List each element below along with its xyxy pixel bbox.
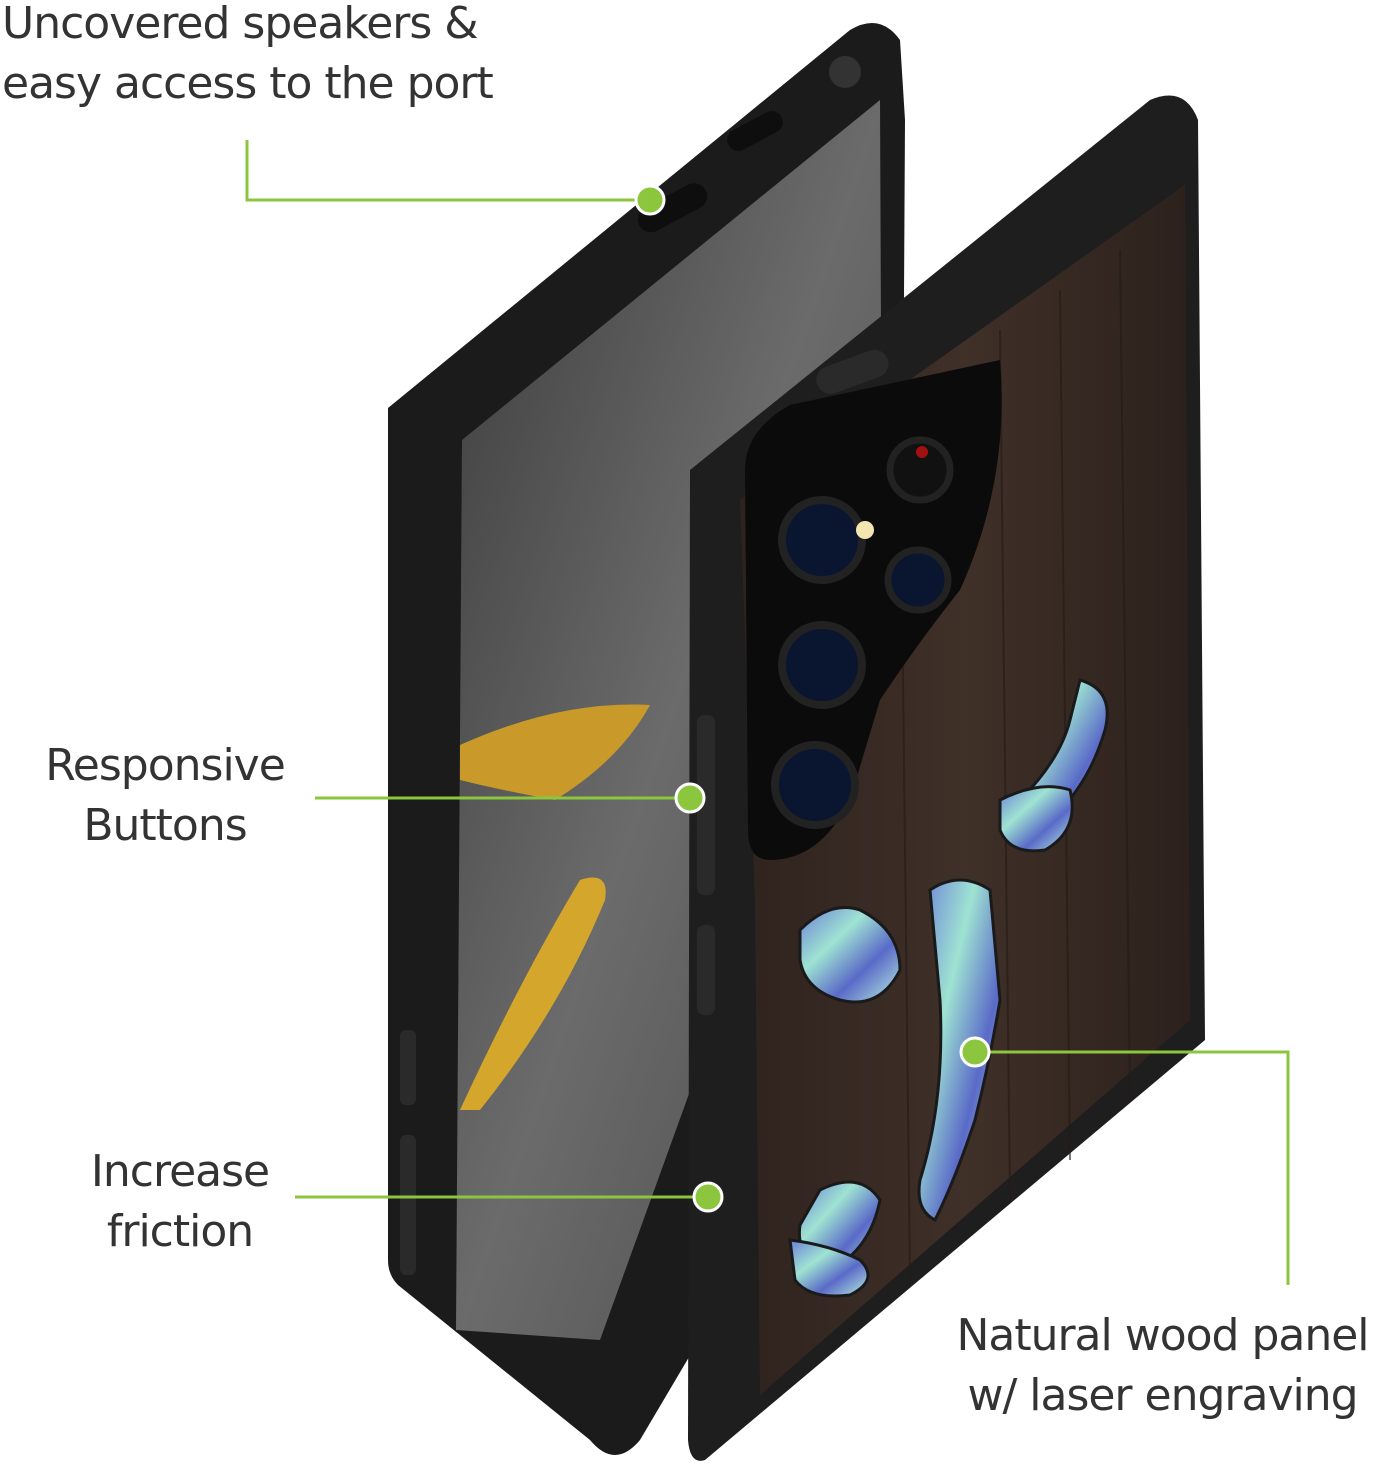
callout-buttons-label: Responsive Buttons <box>30 736 300 856</box>
callout-speakers-line2: easy access to the port <box>2 58 494 109</box>
green-dot-icon <box>674 782 706 814</box>
green-dot-icon <box>959 1036 991 1068</box>
callout-wood-pointer <box>975 1050 1290 1285</box>
callout-friction-line2: friction <box>106 1206 254 1257</box>
callout-buttons-line2: Buttons <box>83 800 247 851</box>
callout-speakers-line1: Uncovered speakers & <box>2 0 479 49</box>
camera-lenses <box>771 436 954 829</box>
callout-friction-line1: Increase <box>90 1146 270 1197</box>
callout-friction-label: Increase friction <box>60 1142 300 1262</box>
callout-wood-line2: w/ laser engraving <box>967 1370 1358 1421</box>
callout-speakers-pointer <box>245 140 650 202</box>
callout-speakers-label: Uncovered speakers & easy access to the … <box>2 0 494 114</box>
abalone-scorpion-inlay-icon <box>788 678 1109 1298</box>
callout-wood-label: Natural wood panel w/ laser engraving <box>940 1306 1385 1426</box>
callout-wood-line1: Natural wood panel <box>956 1310 1369 1361</box>
phone-case-back-view <box>688 95 1205 1461</box>
callout-buttons-line1: Responsive <box>45 740 286 791</box>
green-dot-icon <box>634 184 666 216</box>
green-dot-icon <box>692 1181 724 1213</box>
